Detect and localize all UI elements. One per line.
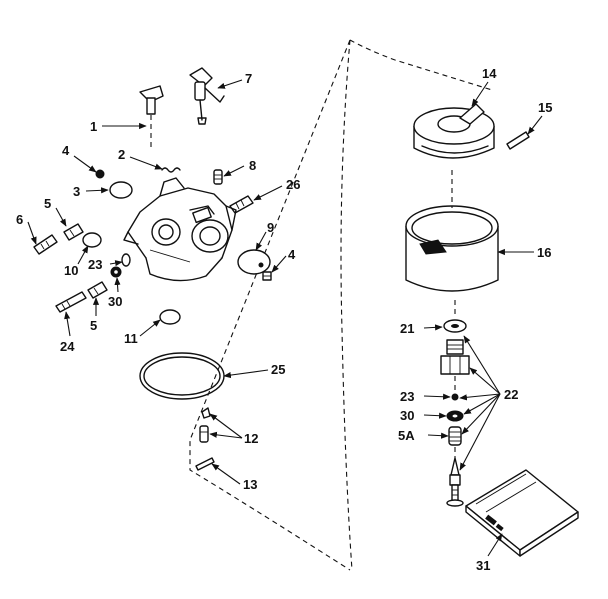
callout-labels: 1 2 3 4 5 6 7 8 26 9 4 10 23 30 5 24 11 … [16, 66, 552, 573]
part-8-part [213, 169, 223, 185]
callout-1: 1 [90, 119, 97, 134]
part-30-washer-left [110, 266, 122, 278]
part-5A-spring [448, 426, 462, 446]
callout-16: 16 [537, 245, 551, 260]
part-6-screw [33, 234, 58, 255]
part-9-gasket [237, 249, 271, 275]
part-4-screw-upper [95, 169, 105, 179]
callout-5-lower: 5 [90, 318, 97, 333]
part-26-idle-needle [229, 195, 254, 214]
callout-30-right: 30 [400, 408, 414, 423]
callout-23-left: 23 [88, 257, 102, 272]
part-16-float-bowl [405, 170, 499, 292]
dashed-boundary [189, 39, 493, 571]
callout-3: 3 [73, 184, 80, 199]
callout-30-left: 30 [108, 294, 122, 309]
callout-21: 21 [400, 321, 414, 336]
callout-6: 6 [16, 212, 23, 227]
part-5-jet-lower [87, 281, 108, 299]
leader-lines [27, 79, 543, 557]
part-2-spring [161, 167, 181, 173]
part-21-washer [443, 319, 467, 333]
callout-9: 9 [267, 220, 274, 235]
callout-22: 22 [504, 387, 518, 402]
part-23-oring-right [451, 393, 459, 401]
callout-25: 25 [271, 362, 285, 377]
callout-10: 10 [64, 263, 78, 278]
callout-4-right: 4 [288, 247, 296, 262]
part-5-jet-upper [63, 223, 84, 241]
part-22-needle [446, 457, 464, 507]
part-31-repair-kit [465, 469, 579, 557]
callout-5-upper: 5 [44, 196, 51, 211]
callout-7: 7 [245, 71, 252, 86]
part-30-washer-right [446, 410, 464, 422]
part-15-pin [506, 131, 530, 150]
callout-31: 31 [476, 558, 490, 573]
part-3-welch-plug [109, 181, 133, 199]
callout-14: 14 [482, 66, 497, 81]
callout-24: 24 [60, 339, 75, 354]
carburetor-body [123, 177, 237, 282]
part-13-clip [195, 457, 215, 471]
callout-26: 26 [286, 177, 300, 192]
callout-2: 2 [118, 147, 125, 162]
part-1-throttle-shaft [139, 85, 164, 150]
callout-11: 11 [124, 331, 138, 346]
callout-15: 15 [538, 100, 552, 115]
callout-23-right: 23 [400, 389, 414, 404]
callout-5A: 5A [398, 428, 415, 443]
callout-12: 12 [244, 431, 258, 446]
part-24-needle [55, 291, 87, 313]
callout-13: 13 [243, 477, 257, 492]
callout-4-upper: 4 [62, 143, 70, 158]
part-7-choke-shaft [189, 67, 225, 125]
part-23-oring-left [121, 253, 131, 267]
part-14-float [413, 103, 495, 159]
part-10-welch-plug [82, 232, 102, 248]
part-12-pieces [199, 407, 211, 443]
part-22-seat-assembly [440, 339, 470, 375]
callout-8: 8 [249, 158, 256, 173]
part-4-screw-right [262, 271, 272, 281]
part-25-oring [139, 352, 225, 400]
part-11-plug [159, 309, 181, 325]
